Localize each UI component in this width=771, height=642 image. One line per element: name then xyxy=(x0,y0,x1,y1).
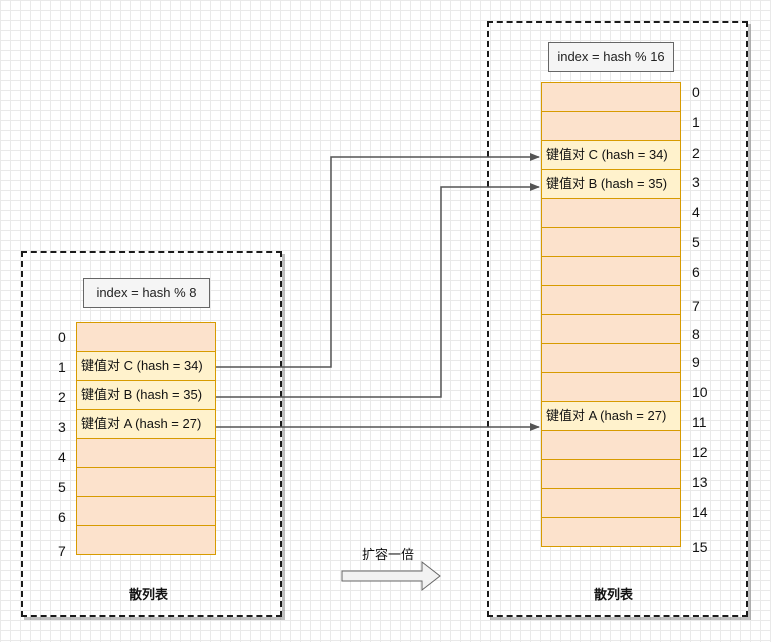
bucket-cell xyxy=(76,525,216,555)
bucket-cell xyxy=(76,322,216,352)
bucket-index: 12 xyxy=(692,444,708,460)
bucket-index: 3 xyxy=(692,174,700,190)
right-hashtable: 键值对 C (hash = 34) 键值对 B (hash = 35) 键值对 … xyxy=(541,82,681,547)
bucket-index: 7 xyxy=(692,298,700,314)
bucket-cell: 键值对 A (hash = 27) xyxy=(76,409,216,439)
bucket-index: 4 xyxy=(58,449,66,465)
bucket-index: 10 xyxy=(692,384,708,400)
bucket-index: 5 xyxy=(692,234,700,250)
bucket-cell xyxy=(541,198,681,228)
bucket-index: 4 xyxy=(692,204,700,220)
mapping-arrow-c xyxy=(216,153,540,368)
bucket-index: 0 xyxy=(58,329,66,345)
bucket-cell xyxy=(541,111,681,141)
bucket-index: 13 xyxy=(692,474,708,490)
bucket-index: 1 xyxy=(58,359,66,375)
expand-arrow-icon xyxy=(341,560,441,592)
left-hashtable: 键值对 C (hash = 34) 键值对 B (hash = 35) 键值对 … xyxy=(76,322,216,555)
bucket-cell: 键值对 A (hash = 27) xyxy=(541,401,681,431)
bucket-cell xyxy=(541,517,681,547)
left-hashtable-group xyxy=(21,251,282,617)
bucket-index: 15 xyxy=(692,539,708,555)
right-hashtable-group xyxy=(487,21,748,617)
bucket-index: 0 xyxy=(692,84,700,100)
bucket-index: 1 xyxy=(692,114,700,130)
bucket-index: 2 xyxy=(692,145,700,161)
bucket-cell: 键值对 C (hash = 34) xyxy=(541,140,681,170)
left-formula-label: index = hash % 8 xyxy=(83,278,210,308)
bucket-cell: 键值对 B (hash = 35) xyxy=(541,169,681,199)
left-table-caption: 散列表 xyxy=(129,587,169,602)
right-formula-label: index = hash % 16 xyxy=(548,42,674,72)
bucket-index: 6 xyxy=(692,264,700,280)
bucket-index: 3 xyxy=(58,419,66,435)
mapping-arrow-b xyxy=(216,183,540,398)
bucket-index: 5 xyxy=(58,479,66,495)
bucket-cell xyxy=(541,372,681,402)
bucket-index: 8 xyxy=(692,326,700,342)
bucket-index: 2 xyxy=(58,389,66,405)
bucket-index: 14 xyxy=(692,504,708,520)
bucket-index: 6 xyxy=(58,509,66,525)
right-table-caption: 散列表 xyxy=(594,587,634,602)
bucket-cell xyxy=(541,488,681,518)
expand-label: 扩容一倍 xyxy=(362,547,415,562)
bucket-index: 11 xyxy=(692,414,707,430)
bucket-index: 7 xyxy=(58,543,66,559)
bucket-index: 9 xyxy=(692,354,700,370)
